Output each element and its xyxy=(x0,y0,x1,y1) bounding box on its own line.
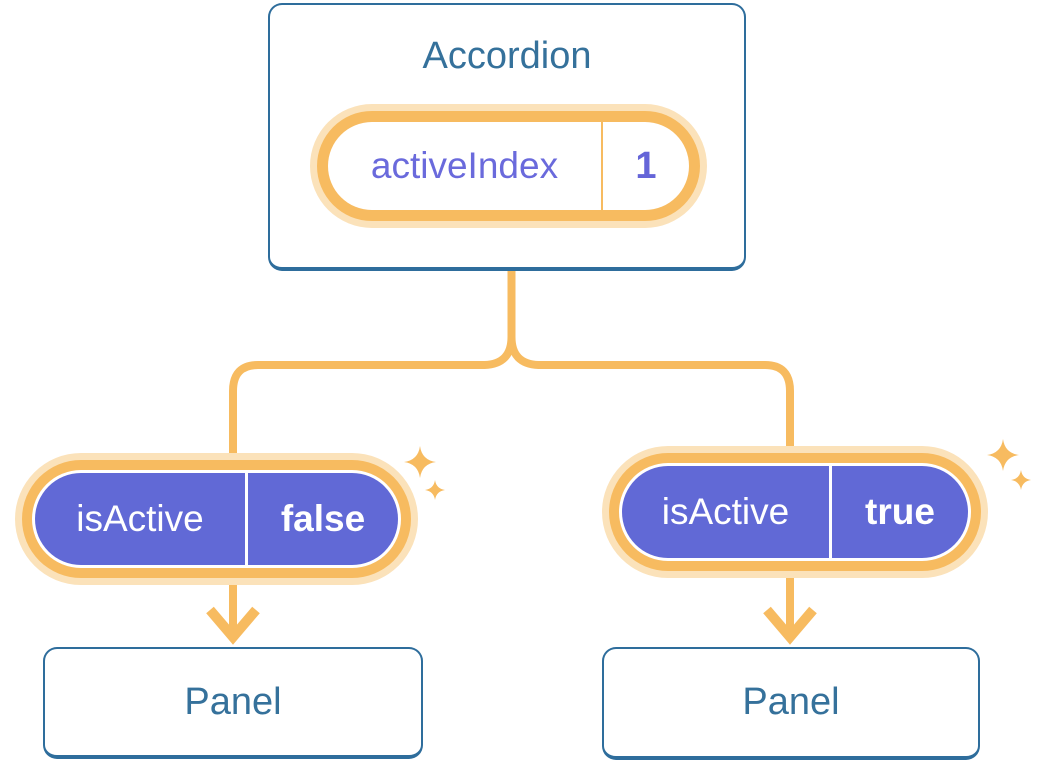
prop-name: isActive xyxy=(76,498,204,539)
prop-pill-isactive-false: isActive false xyxy=(15,453,418,585)
prop-value: false xyxy=(280,498,366,539)
state-pill-activeindex: activeIndex 1 xyxy=(310,104,707,228)
pill-divider xyxy=(829,466,832,558)
sparkle-icon xyxy=(1011,470,1031,490)
prop-name: isActive xyxy=(661,491,790,532)
pill-body: activeIndex 1 xyxy=(328,122,689,210)
arrow-down-icon xyxy=(763,606,817,645)
sparkle-icon xyxy=(404,446,436,478)
panel-card-left: Panel xyxy=(43,647,423,759)
pill-body: isActive false xyxy=(35,473,398,565)
pill-body: isActive true xyxy=(622,466,968,558)
connector-right xyxy=(507,269,794,636)
state-name: activeIndex xyxy=(370,145,559,186)
sparkle-icon xyxy=(425,480,445,500)
prop-value: true xyxy=(865,491,935,532)
accordion-card-title: Accordion xyxy=(422,35,592,77)
panel-label: Panel xyxy=(742,681,840,723)
prop-pill-isactive-true: isActive true xyxy=(602,446,988,578)
state-value: 1 xyxy=(635,144,657,187)
panel-card-right: Panel xyxy=(602,647,980,760)
pill-divider xyxy=(245,473,248,565)
sparkle-icon xyxy=(987,439,1019,471)
arrow-down-icon xyxy=(206,606,260,645)
pill-divider xyxy=(601,122,603,210)
panel-label: Panel xyxy=(184,680,282,723)
